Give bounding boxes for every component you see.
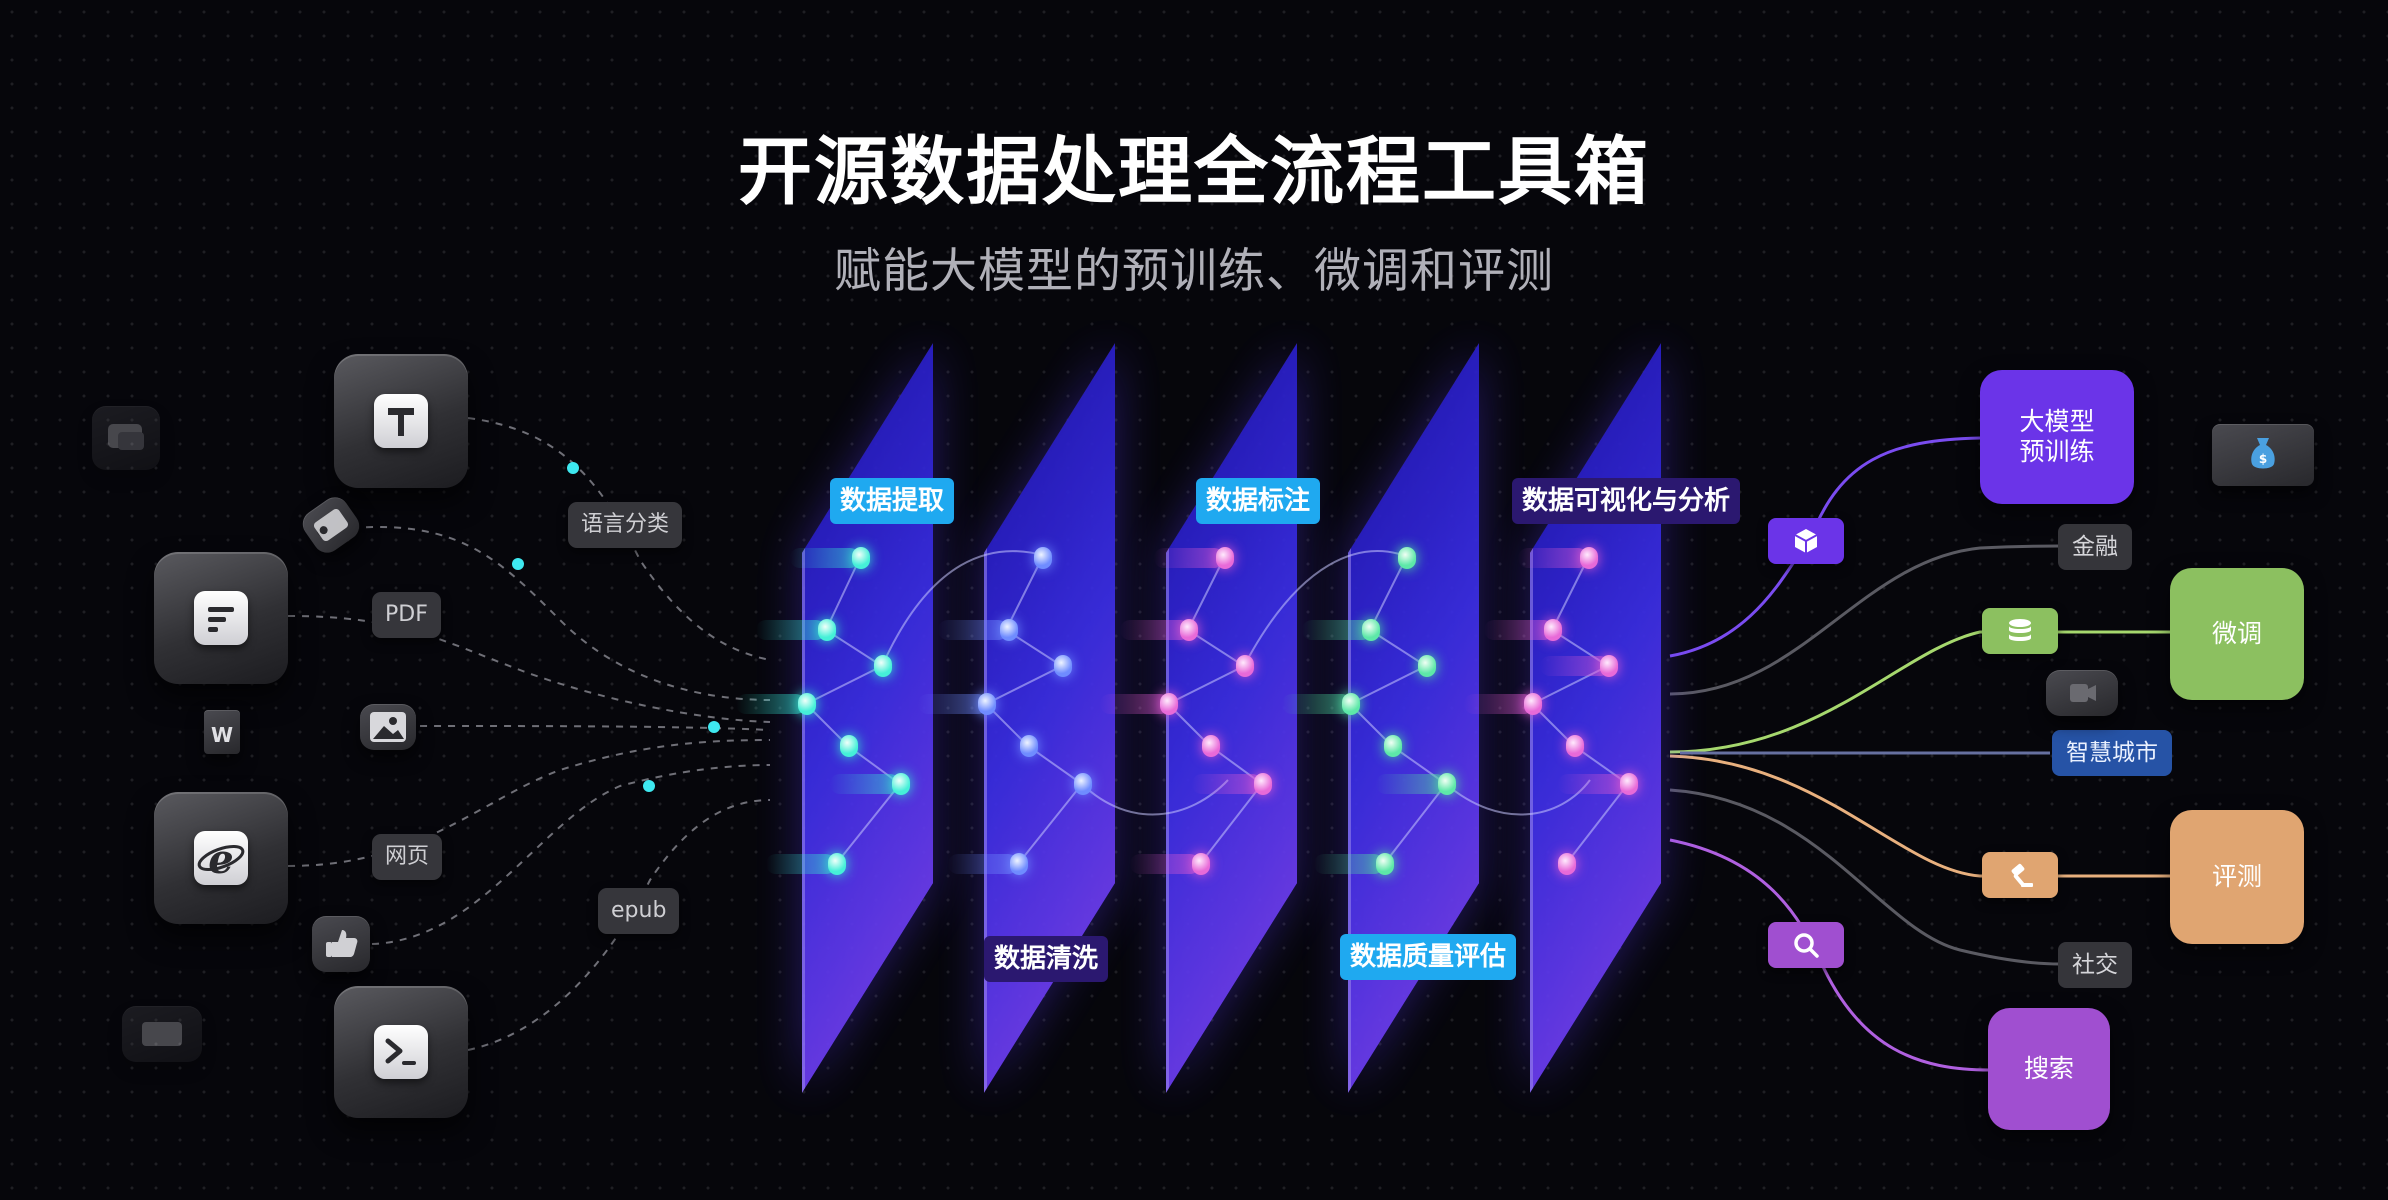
- file-icon: [194, 591, 248, 645]
- data-node: [1034, 547, 1052, 569]
- word-file-icon: W: [204, 710, 240, 754]
- target-search[interactable]: 搜索: [1988, 1008, 2110, 1130]
- svg-text:W: W: [211, 723, 233, 747]
- epub-label: epub: [598, 888, 680, 934]
- line-to-finance: [1669, 544, 2061, 696]
- data-node: [798, 693, 816, 715]
- line-to-evaluate: [1669, 754, 2170, 878]
- data-node: [1074, 773, 1092, 795]
- web-tile[interactable]: e: [154, 792, 288, 924]
- tag-finance: 金融: [2058, 524, 2132, 570]
- stage-label-annotate: 数据标注: [1196, 478, 1321, 524]
- data-node: [1580, 547, 1598, 569]
- video-camera-icon: [2046, 670, 2118, 716]
- data-node: [1418, 655, 1436, 677]
- line-to-social: [1669, 788, 2061, 966]
- data-node: [1010, 853, 1028, 875]
- cube-icon: [1794, 529, 1818, 553]
- line-tag-source: [351, 526, 771, 701]
- target-evaluate[interactable]: 评测: [2170, 810, 2304, 944]
- search-icon: [1794, 933, 1819, 958]
- data-node: [1254, 773, 1272, 795]
- data-node: [1236, 655, 1254, 677]
- web-page-label: 网页: [372, 834, 443, 880]
- file-tile[interactable]: [154, 552, 288, 684]
- language-classification-label: 语言分类: [568, 502, 683, 548]
- data-node: [852, 547, 870, 569]
- glow-dot: [708, 721, 720, 733]
- stage-label-visualize: 数据可视化与分析: [1512, 478, 1741, 524]
- page-title: 开源数据处理全流程工具箱: [738, 129, 1650, 215]
- chat-bubble-icon: [92, 406, 160, 470]
- data-node: [1438, 773, 1456, 795]
- stage-label-clean: 数据清洗: [984, 936, 1109, 982]
- data-node: [818, 619, 836, 641]
- terminal-icon: [374, 1025, 428, 1079]
- glow-dot: [512, 558, 524, 570]
- data-node: [1000, 619, 1018, 641]
- svg-text:e: e: [208, 836, 233, 883]
- data-node: [1544, 619, 1562, 641]
- gavel-badge: [1982, 852, 2058, 898]
- thumbs-up-icon: [312, 916, 370, 972]
- line-text-source: [467, 417, 771, 661]
- database-icon: [2009, 619, 2031, 641]
- data-node: [1620, 773, 1638, 795]
- stage-label-extract: 数据提取: [830, 478, 955, 524]
- internet-explorer-icon: e: [194, 831, 248, 885]
- target-pretrain[interactable]: 大模型 预训练: [1980, 370, 2134, 504]
- glow-dot: [643, 780, 655, 792]
- data-node: [874, 655, 892, 677]
- data-node: [1202, 735, 1220, 757]
- data-node: [892, 773, 910, 795]
- data-node: [1342, 693, 1360, 715]
- line-like-source: [371, 764, 771, 945]
- page-subtitle: 赋能大模型的预训练、微调和评测: [834, 244, 1554, 299]
- money-bag-icon: $: [2212, 424, 2314, 486]
- data-node: [1192, 853, 1210, 875]
- data-node: [1180, 619, 1198, 641]
- tag-smart-city: 智慧城市: [2052, 730, 2172, 776]
- data-node: [1524, 693, 1542, 715]
- data-node: [1216, 547, 1234, 569]
- data-node: [978, 693, 996, 715]
- gavel-icon: [2011, 863, 2033, 887]
- data-node: [1384, 735, 1402, 757]
- database-badge: [1982, 608, 2058, 654]
- data-node: [1362, 619, 1380, 641]
- text-document-icon: [374, 394, 428, 448]
- data-node: [1020, 735, 1038, 757]
- svg-text:$: $: [2259, 452, 2267, 466]
- data-node: [828, 853, 846, 875]
- data-node: [1398, 547, 1416, 569]
- data-node: [1566, 735, 1584, 757]
- terminal-tile[interactable]: [334, 986, 468, 1118]
- cube-badge: [1768, 518, 1844, 564]
- line-to-finetune: [1669, 630, 2170, 754]
- target-finetune[interactable]: 微调: [2170, 568, 2304, 700]
- code-window-icon: [122, 1006, 202, 1062]
- search-badge: [1768, 922, 1844, 968]
- data-node: [1600, 655, 1618, 677]
- stage-label-quality: 数据质量评估: [1340, 934, 1517, 980]
- line-image-source: [419, 725, 771, 731]
- data-node: [1160, 693, 1178, 715]
- text-tile[interactable]: [334, 354, 468, 488]
- price-tag-icon: [297, 491, 365, 559]
- data-node: [1558, 853, 1576, 875]
- data-node: [1054, 655, 1072, 677]
- data-node: [1376, 853, 1394, 875]
- data-node: [840, 735, 858, 757]
- tag-social: 社交: [2058, 942, 2132, 988]
- pdf-label: PDF: [372, 592, 441, 638]
- glow-dot: [567, 462, 579, 474]
- image-icon: [360, 704, 416, 750]
